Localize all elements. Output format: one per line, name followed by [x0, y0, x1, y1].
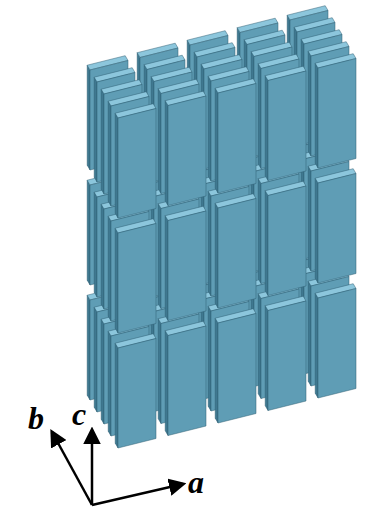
- slab-face: [165, 331, 168, 436]
- slab-face: [94, 307, 97, 412]
- slab-face: [108, 216, 111, 321]
- slab-face: [108, 331, 111, 436]
- slab-face: [218, 314, 256, 424]
- slab-array: [87, 6, 356, 448]
- slab-face: [268, 186, 306, 296]
- slab: [115, 104, 156, 218]
- slab-face: [308, 166, 311, 271]
- axis-arrows: [52, 430, 183, 505]
- slab-face: [215, 203, 218, 308]
- slab-face: [315, 178, 318, 283]
- slab-face: [218, 199, 256, 309]
- slab-face: [87, 295, 90, 400]
- slab-face: [115, 228, 118, 333]
- slab-face: [265, 306, 268, 411]
- slab-face: [87, 65, 90, 170]
- slab: [315, 169, 356, 283]
- slab: [115, 219, 156, 333]
- slab-face: [258, 179, 261, 284]
- axis-a-arrow: [92, 484, 183, 505]
- slab-face: [215, 88, 218, 193]
- slab-face: [258, 64, 261, 169]
- slab-face: [101, 89, 104, 194]
- slab-face: [168, 96, 206, 206]
- slab: [215, 309, 256, 423]
- slab: [165, 321, 206, 435]
- slab-face: [265, 191, 268, 296]
- slab-face: [118, 339, 156, 449]
- slab: [115, 334, 156, 448]
- axis-b-arrow: [52, 432, 92, 505]
- slab-face: [108, 101, 111, 206]
- slab-face: [165, 101, 168, 206]
- slab-face: [208, 306, 211, 411]
- slab: [165, 206, 206, 320]
- slab-face: [118, 109, 156, 219]
- slab-face: [115, 113, 118, 218]
- slab-face: [268, 301, 306, 411]
- slab-face: [115, 343, 118, 448]
- slab: [165, 91, 206, 205]
- axis-label: a: [188, 466, 204, 498]
- slab: [315, 284, 356, 398]
- slab-face: [258, 294, 261, 399]
- slab-face: [87, 180, 90, 285]
- slab-face: [318, 59, 356, 169]
- slab: [315, 54, 356, 168]
- slab-face: [265, 76, 268, 181]
- slab-face: [268, 71, 306, 181]
- slab-face: [118, 224, 156, 334]
- slab: [265, 66, 306, 180]
- slab-face: [101, 319, 104, 424]
- slab-face: [101, 204, 104, 309]
- slab-face: [318, 289, 356, 399]
- slab: [265, 181, 306, 295]
- slab-face: [94, 192, 97, 297]
- axis-label: c: [72, 398, 86, 430]
- slab-face: [218, 84, 256, 194]
- slab-face: [208, 191, 211, 296]
- slab: [215, 79, 256, 193]
- slab-face: [158, 89, 161, 194]
- slab-face: [308, 51, 311, 156]
- slab-face: [315, 63, 318, 168]
- slab-face: [165, 216, 168, 321]
- slab-face: [215, 318, 218, 423]
- slab-face: [158, 204, 161, 309]
- slab: [265, 296, 306, 410]
- slab: [215, 194, 256, 308]
- slab-face: [94, 77, 97, 182]
- slab-face: [318, 174, 356, 284]
- axis-c-arrow: [91, 430, 94, 505]
- slab-face: [315, 293, 318, 398]
- slab-face: [308, 281, 311, 386]
- slab-face: [168, 326, 206, 436]
- slab-face: [158, 319, 161, 424]
- slab-face: [168, 211, 206, 321]
- slab-face: [208, 76, 211, 181]
- axis-label: b: [28, 402, 44, 434]
